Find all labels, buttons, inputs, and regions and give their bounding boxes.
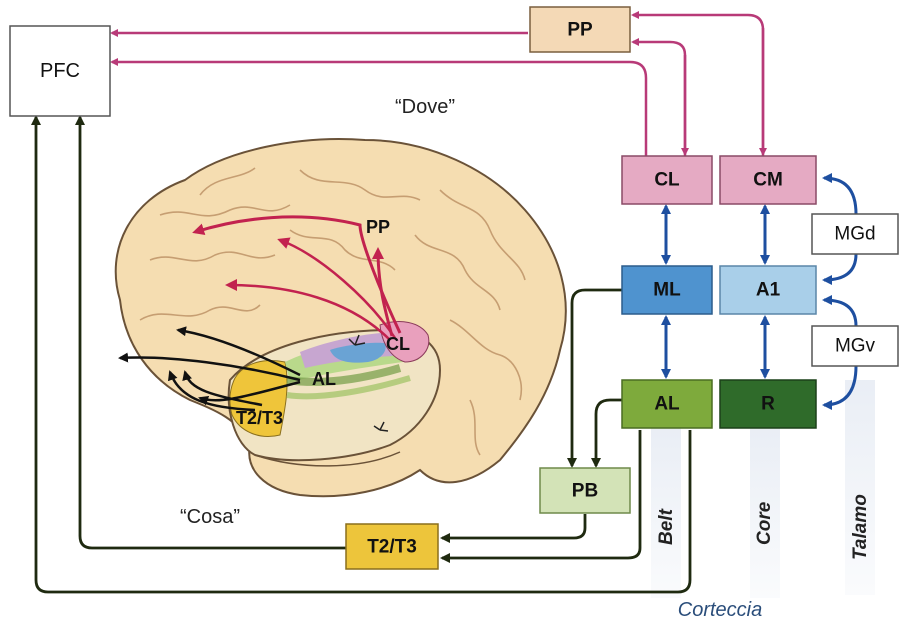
cosa-label: “Cosa” — [180, 506, 240, 528]
core-column-label: Core — [754, 501, 775, 545]
talamo-column-label: Talamo — [850, 494, 871, 560]
mgd-label: MGd — [834, 224, 875, 245]
brain-label-al: AL — [312, 369, 336, 389]
r-node: R — [720, 380, 816, 428]
mgv-node: MGv — [812, 326, 898, 366]
mgv-label: MGv — [835, 336, 876, 357]
r-label: R — [761, 394, 775, 415]
brain-label-t2t3: T2/T3 — [236, 408, 283, 428]
cm-node: CM — [720, 156, 816, 204]
dove-label: “Dove” — [395, 96, 455, 118]
t2t3-node: T2/T3 — [346, 524, 438, 569]
corteccia-label: Corteccia — [678, 599, 762, 621]
cm-label: CM — [753, 170, 783, 191]
ml-node: ML — [622, 266, 712, 314]
pp-node: PP — [530, 7, 630, 52]
brain-illustration: PP CL AL T2/T3 — [116, 139, 566, 496]
a1-label: A1 — [756, 280, 781, 301]
pb-node: PB — [540, 468, 630, 513]
cl-label: CL — [654, 170, 680, 191]
ml-label: ML — [653, 280, 681, 301]
pfc-label: PFC — [40, 60, 80, 82]
a1-node: A1 — [720, 266, 816, 314]
pp-label: PP — [567, 20, 593, 41]
brain-label-cl: CL — [386, 334, 410, 354]
t2t3-label: T2/T3 — [367, 537, 417, 558]
cl-node: CL — [622, 156, 712, 204]
mgd-node: MGd — [812, 214, 898, 254]
brain-label-pp: PP — [366, 217, 390, 237]
pfc-node: PFC — [10, 26, 110, 116]
dorsal-stream-arrows — [112, 15, 763, 156]
pb-label: PB — [572, 481, 598, 502]
al-label: AL — [654, 394, 680, 415]
al-node: AL — [622, 380, 712, 428]
belt-column-label: Belt — [656, 508, 677, 545]
